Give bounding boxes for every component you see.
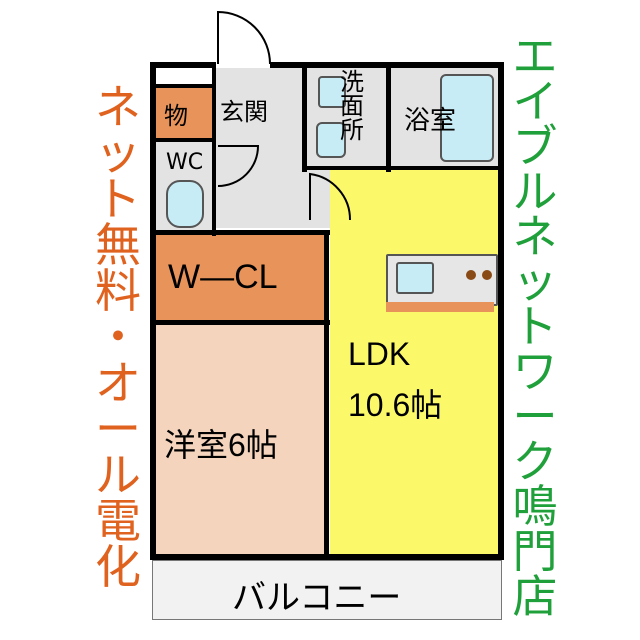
washroom-label-char-3: 所 xyxy=(340,116,364,144)
right-banner: エイブルネットワーク鳴門店 xyxy=(508,34,562,619)
right-banner-char: 門 xyxy=(512,525,558,578)
western-room xyxy=(156,324,326,554)
wcl-room xyxy=(156,234,326,320)
right-banner-char: ト xyxy=(512,300,558,353)
right-banner-char: 店 xyxy=(512,570,558,623)
left-banner-char: ネ xyxy=(95,80,141,134)
left-banner-char: ー xyxy=(95,402,141,456)
right-banner-char: ー xyxy=(512,390,558,443)
washroom-label: 洗 面 所 xyxy=(340,70,364,142)
counter-edge xyxy=(386,302,494,312)
ldk-room xyxy=(330,168,498,554)
storage-room xyxy=(156,88,214,138)
left-banner-char: ル xyxy=(95,448,141,502)
bathtub-fixture xyxy=(440,74,494,162)
right-banner-char: ネ xyxy=(512,210,558,263)
right-banner-char: エ xyxy=(512,30,558,83)
right-banner-char: ク xyxy=(512,435,558,488)
left-banner-char: 電 xyxy=(95,494,141,548)
stove-fixture-2 xyxy=(482,270,492,280)
left-banner-char: ・ xyxy=(95,310,141,364)
washroom-label-char-2: 面 xyxy=(340,92,364,120)
left-banner-char: 化 xyxy=(95,540,141,594)
left-banner-char: ッ xyxy=(95,126,141,180)
western-label: 洋室6帖 xyxy=(164,427,278,463)
wc-label: WC xyxy=(166,150,204,175)
right-banner-char: ル xyxy=(512,165,558,218)
genkan-room xyxy=(214,68,306,228)
wcl-label: W—CL xyxy=(168,258,278,296)
right-banner-char: ッ xyxy=(512,255,558,308)
wc-door xyxy=(217,145,260,187)
left-banner: ネット無料・オール電化 xyxy=(92,84,144,590)
right-banner-char: ブ xyxy=(512,120,558,173)
sink-fixture xyxy=(396,262,434,294)
toilet-fixture xyxy=(166,180,204,228)
balcony-room xyxy=(152,560,502,620)
washbasin-fixture xyxy=(318,76,346,108)
left-banner-char: オ xyxy=(95,356,141,410)
washroom-label-char-1: 洗 xyxy=(340,68,364,96)
ldk-label: LDK xyxy=(348,336,411,372)
stove-fixture xyxy=(466,270,476,280)
balcony-label: バルコニー xyxy=(232,578,402,618)
right-banner-char: 鳴 xyxy=(512,480,558,533)
right-banner-char: イ xyxy=(512,75,558,128)
storage-label: 物 xyxy=(164,102,188,130)
ldk-size-label: 10.6帖 xyxy=(348,387,443,423)
right-banner-char: ワ xyxy=(512,345,558,398)
left-banner-char: 料 xyxy=(95,264,141,318)
left-banner-char: 無 xyxy=(95,218,141,272)
bath-label: 浴室 xyxy=(404,106,457,136)
washer-fixture xyxy=(316,122,346,158)
genkan-label: 玄関 xyxy=(220,98,268,126)
hall-door xyxy=(309,172,352,221)
left-banner-char: ト xyxy=(95,172,141,226)
entrance-door xyxy=(217,10,271,65)
